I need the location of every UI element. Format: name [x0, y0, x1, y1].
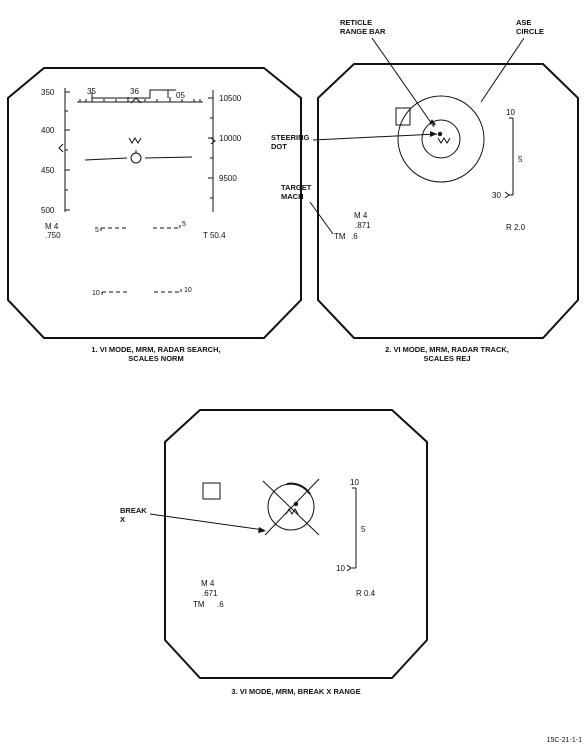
left-scale-450: 450 — [41, 166, 55, 175]
steering-dot — [437, 131, 443, 137]
left-scale-caret — [58, 143, 64, 153]
panel-2-range-readout: R 2.0 — [506, 223, 526, 232]
panel-2-tm-label: TM — [334, 232, 346, 241]
callout-target-line2: MACH — [281, 192, 304, 201]
callout-break-line2: X — [120, 515, 125, 524]
panel-2-frame — [317, 63, 579, 339]
panel-1-mach-value: .750 — [45, 231, 61, 240]
panel-3-waterline-symbol — [285, 508, 299, 515]
callout-reticle-line1: RETICLE — [340, 18, 372, 27]
callout-steering-line2: DOT — [271, 142, 287, 151]
heading-label-36: 36 — [130, 87, 139, 96]
heading-tape-ticks — [79, 97, 201, 102]
callout-steering-arrowhead — [430, 131, 437, 137]
callout-break-line1: BREAK — [120, 506, 147, 515]
pitch-5-left-label: 5 — [95, 227, 99, 234]
right-scale-10000: 10000 — [219, 134, 242, 143]
left-scale-500: 500 — [41, 206, 55, 215]
panel-3-frame — [164, 409, 428, 679]
panel-3-mach-label: M 4 — [201, 579, 215, 588]
panel-1-mach-label: M 4 — [45, 222, 59, 231]
panel-3-range-mid: 5 — [361, 525, 366, 534]
callout-break-leader — [149, 513, 265, 531]
callout-reticle-line2: RANGE BAR — [340, 27, 386, 36]
panel-3-caption: 3. VI MODE, MRM, BREAK X RANGE — [231, 687, 360, 696]
callout-steering-leader — [312, 133, 438, 141]
panel-1-frame — [7, 67, 302, 339]
reticle-range-bar — [429, 119, 436, 126]
panel-1-time-readout: T 50.4 — [203, 231, 226, 240]
callout-ase-leader — [480, 37, 525, 103]
callout-ase-line2: CIRCLE — [516, 27, 544, 36]
panel-2-range-top: 10 — [506, 108, 515, 117]
panel-2-waterline-symbol — [437, 137, 451, 144]
callout-reticle-leader — [371, 37, 435, 128]
pitch-5-right-label: 5 — [182, 221, 186, 228]
flight-path-marker — [130, 152, 142, 164]
panel-3-range-bar-arc — [286, 482, 311, 495]
panel-3-mach-value: .671 — [202, 589, 218, 598]
panel-2-caption-line1: 2. VI MODE, MRM, RADAR TRACK, — [385, 345, 509, 354]
panel-1-caption-line1: 1. VI MODE, MRM, RADAR SEARCH, — [91, 345, 220, 354]
callout-steering-line1: STEERING — [271, 133, 310, 142]
pitch-10-right-label: 10 — [184, 287, 192, 294]
right-scale-10500: 10500 — [219, 94, 242, 103]
panel-2-range-caret — [504, 191, 510, 199]
heading-label-05: 05 — [176, 91, 185, 100]
callout-target-line1: TARGET — [281, 183, 312, 192]
pitch-10-left-label: 10 — [92, 290, 100, 297]
panel-3-target-box — [202, 482, 221, 500]
panel-2-range-bottom: 30 — [492, 191, 501, 200]
right-scale-9500: 9500 — [219, 174, 237, 183]
target-box — [395, 107, 411, 126]
left-scale-400: 400 — [41, 126, 55, 135]
panel-3: BREAK X 10 5 10 M 4 .671 TM .6 R 0.4 3. … — [120, 409, 428, 696]
panel-2-tm-value: .6 — [351, 232, 358, 241]
panel-3-steering-dot — [293, 501, 299, 507]
panel-2-mach-value: .871 — [355, 221, 371, 230]
callout-ase-line1: ASE — [516, 18, 531, 27]
horizon-line-right — [144, 156, 193, 159]
panel-2-caption-line2: SCALES REJ — [423, 354, 470, 363]
heading-bracket — [91, 89, 176, 99]
ase-circle — [397, 95, 485, 183]
left-scale-350: 350 — [41, 88, 55, 97]
panel-3-tm-label: TM — [193, 600, 205, 609]
heading-caret — [130, 97, 142, 104]
panel-3-tm-value: .6 — [217, 600, 224, 609]
panel-2: RETICLE RANGE BAR ASE CIRCLE STEERING DO… — [271, 18, 579, 363]
panel-3-range-caret — [346, 564, 352, 572]
right-scale-caret — [210, 137, 216, 145]
left-scale-ticks — [65, 91, 70, 211]
panel-3-range-readout: R 0.4 — [356, 589, 376, 598]
reticle-circle — [421, 119, 461, 159]
waterline-symbol — [128, 137, 142, 144]
heading-label-35: 35 — [87, 87, 96, 96]
panel-2-mach-label: M 4 — [354, 211, 368, 220]
panel-3-range-bottom: 10 — [336, 564, 345, 573]
right-scale-ticks — [208, 97, 213, 199]
panel-3-range-top: 10 — [350, 478, 359, 487]
panel-1-caption-line2: SCALES NORM — [128, 354, 183, 363]
figure-id: 15C-21-1-1 — [547, 737, 583, 744]
callout-break-arrowhead — [258, 527, 266, 533]
break-x-line-2 — [264, 478, 320, 536]
horizon-line-left — [84, 157, 128, 161]
panel-1: 350 400 450 500 10500 10000 9500 — [7, 67, 302, 363]
panel-2-range-mid: 5 — [518, 155, 523, 164]
callout-target-leader — [309, 201, 334, 235]
